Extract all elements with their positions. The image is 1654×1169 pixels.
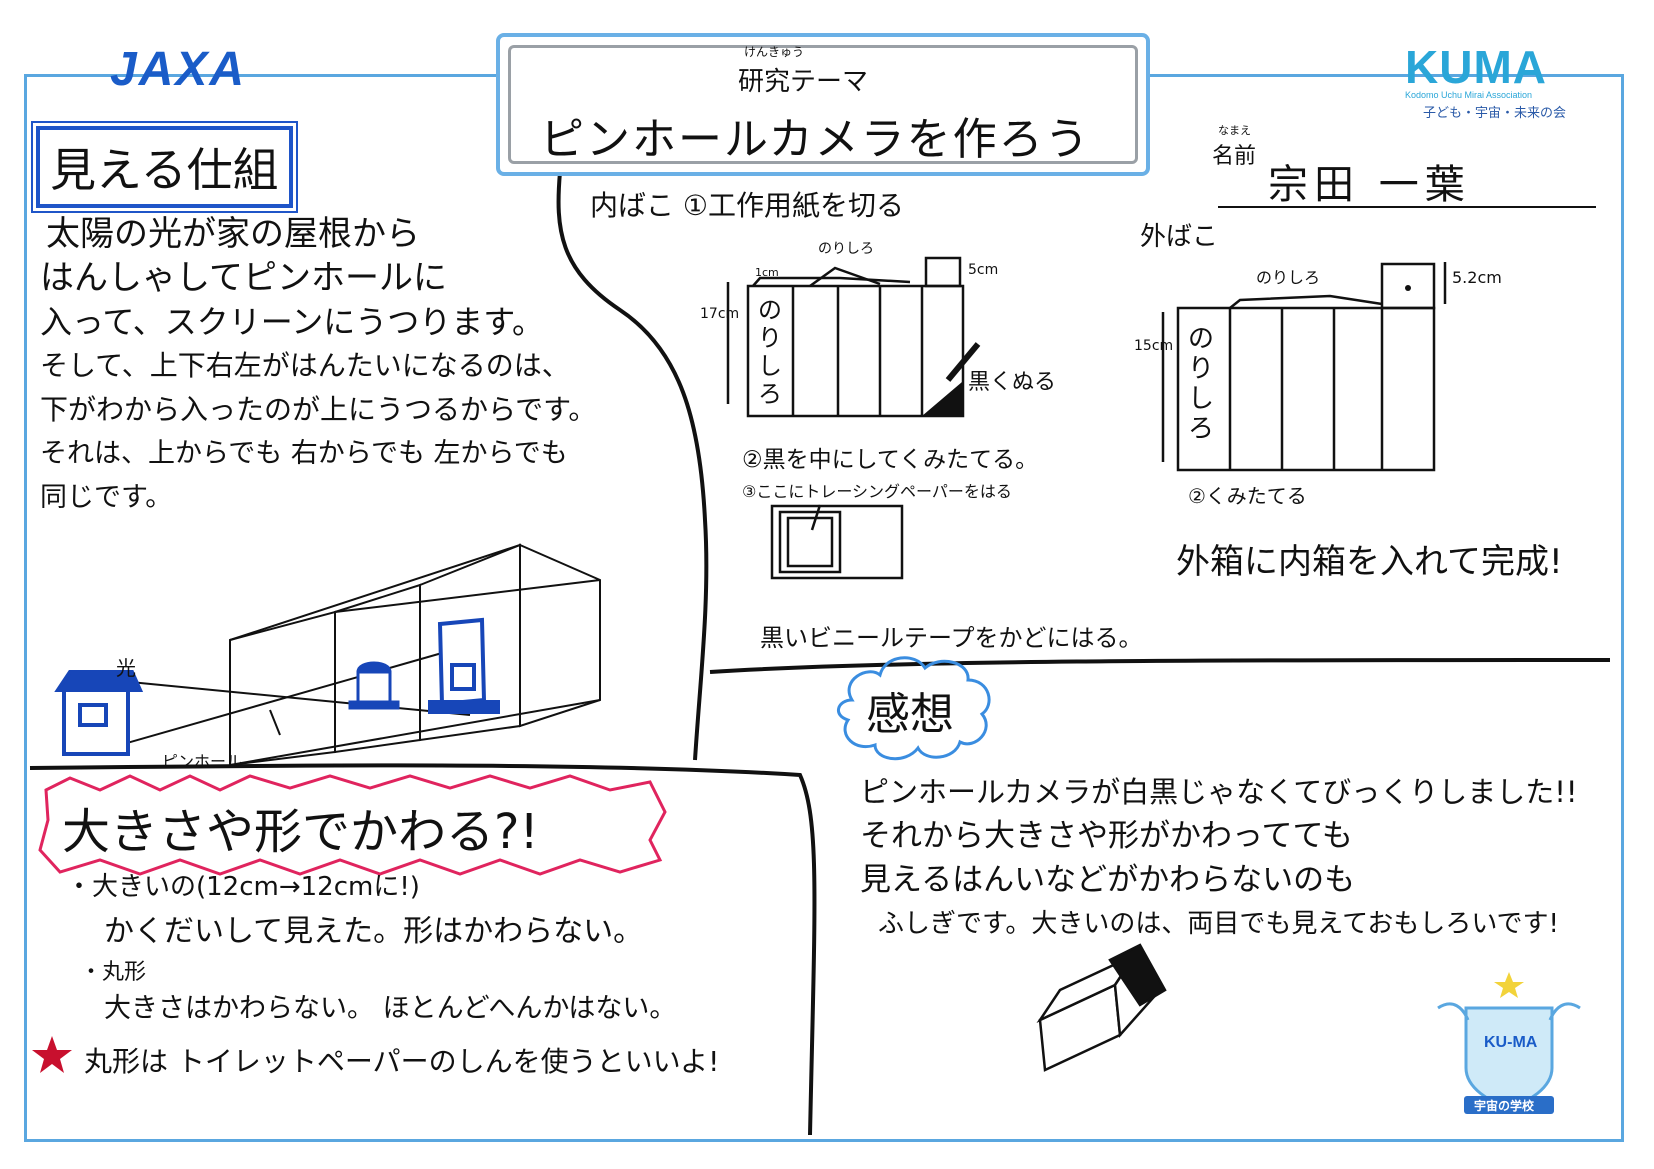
name-ruby: なまえ [1218,124,1251,137]
emblem-shield [1437,972,1581,1114]
house-small [54,670,144,756]
size-tip: 丸形は トイレットペーパーのしんを使うといいよ! [84,1045,720,1078]
kuma-logo-sub: Kodomo Uchu Mirai Association [1405,90,1533,100]
kuma-logo: KUMA Kodomo Uchu Mirai Association 子ども・宇… [1405,44,1585,134]
theme-ruby: けんきゅう [744,45,805,59]
inner-step-3: ③ここにトレーシングペーパーをはる [742,482,1012,501]
inner-box-net [726,256,965,418]
size-item2-title: ・丸形 [80,960,147,985]
mechanism-text: 太陽の光が家の屋根から はんしゃしてピンホールに 入って、スクリーンにうつります… [40,212,700,520]
outer-step-2: ②くみたてる [1188,484,1307,508]
emblem-logo: KU-MA [1484,1034,1538,1051]
name-label: 名前 [1212,144,1257,169]
camera-sketch [1036,943,1167,1072]
pen-sketch [945,342,981,382]
inner-dim-5cm: 5cm [968,262,999,278]
size-heading: 大きさや形でかわる?! [62,804,539,860]
impressions-text: ピンホールカメラが白黒じゃなくてびっくりしました!! それから大きさや形がかわっ… [860,770,1620,946]
inner-dim-1cm: 1cm [755,266,779,279]
impressions-line-1: ピンホールカメラが白黒じゃなくてびっくりしました!! [860,775,1578,809]
title-inner-frame [508,45,1138,164]
inner-glue-label-panel: のりしろ [758,296,782,408]
mechanism-line-4: そして、上下右左がはんたいになるのは、 [40,349,570,382]
house-medium-image [348,661,400,710]
star-icon [32,1036,72,1073]
mechanism-line-5: 下がわから入ったのが上にうつるからです。 [40,393,597,426]
mechanism-line-7: 同じです。 [40,482,173,513]
name-underline [1218,206,1596,208]
theme-label: 研究テーマ [738,67,869,97]
space-school-emblem: KU-MA 宇宙の学校 [1428,968,1590,1118]
inner-paint-black: 黒くぬる [968,370,1057,395]
diagram-label-light: 光 [116,656,136,680]
diagram-label-pinhole: ピンホール [162,752,243,771]
outer-complete: 外箱に内箱を入れて完成! [1176,542,1563,582]
mechanism-heading: 見える仕組 [36,126,293,208]
tracing-frame [770,504,904,580]
size-item1-title: ・大きいの(12cm→12cmに!) [66,872,420,902]
house-large-image [428,617,500,714]
outer-glue-label-panel: のりしろ [1188,324,1215,444]
kuma-tagline: 子ども・宇宙・未来の会 [1423,106,1567,121]
outer-box-pinhole [1405,285,1411,291]
outer-glue-label-top: のりしろ [1256,268,1321,287]
outer-box-heading: 外ばこ [1140,222,1219,252]
page-title: ピンホールカメラを作ろう [540,114,1091,165]
inner-box-heading: 内ばこ ①工作用紙を切る [590,189,905,222]
mechanism-line-6: それは、上からでも 右からでも 左からでも [40,438,568,469]
inner-box-black-corner [922,382,962,416]
outer-dim-52cm: 5.2cm [1452,268,1502,287]
mechanism-line-3: 入って、スクリーンにうつります。 [40,303,545,341]
kuma-logo-text: KUMA [1405,41,1547,93]
outer-box-net [1161,262,1447,472]
impressions-line-2: それから大きさや形がかわってても [860,818,1353,854]
inner-tape-note: 黒いビニールテープをかどにはる。 [760,624,1143,652]
pinhole-diagram [119,543,601,767]
cloud-frame [837,656,991,761]
jaxa-logo-text: JAXA [110,43,247,96]
mechanism-line-2: はんしゃしてピンホールに [40,258,447,298]
impressions-line-4: ふしぎです。大きいのは、両目でも見えておもしろいです! [878,909,1559,939]
emblem-banner: 宇宙の学校 [1474,1099,1535,1113]
inner-glue-label-top: のりしろ [818,241,874,257]
inner-dim-17cm: 17cm [700,306,740,322]
outer-dim-15cm: 15cm [1134,338,1174,354]
jaxa-logo: JAXA [88,38,258,98]
divider-horizontal-left [29,763,817,1136]
name-value: 宗田 一葉 [1268,162,1471,208]
impressions-heading: 感想 [866,689,954,740]
title-box: けんきゅう 研究テーマ ピンホールカメラを作ろう [496,33,1150,176]
inner-step-2: ②黒を中にしてくみたてる。 [742,447,1039,473]
divider-horizontal-mid [709,658,1611,674]
size-item2-body: 大きさはかわらない。 ほとんどへんかはない。 [104,993,677,1024]
divider-vertical-top [556,171,709,761]
mechanism-line-1: 太陽の光が家の屋根から [46,214,420,254]
starburst-frame [38,774,667,876]
size-item1-body: かくだいして見えた。形はかわらない。 [104,914,644,949]
impressions-line-3: 見えるはんいなどがかわらないのも [860,862,1356,898]
